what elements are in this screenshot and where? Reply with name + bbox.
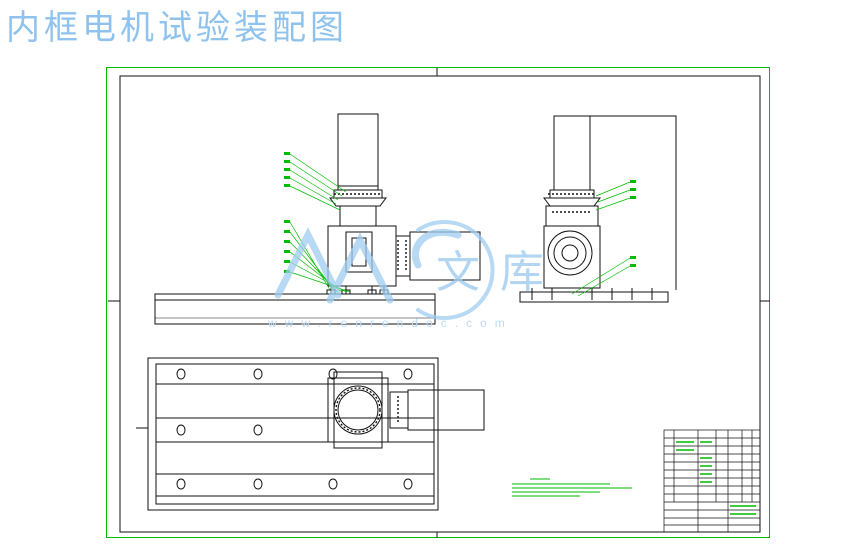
parts-list bbox=[663, 429, 761, 533]
drawing-sheet-border bbox=[106, 67, 770, 538]
top-view-gear-ring bbox=[335, 387, 399, 433]
inner-frame bbox=[119, 75, 761, 533]
watermark-url: www.renrendoc.com bbox=[268, 316, 513, 330]
side-view bbox=[519, 115, 677, 303]
front-view-gear-detail bbox=[334, 193, 407, 272]
front-view-leader-tags bbox=[284, 152, 290, 273]
top-view-slot-holes bbox=[176, 368, 413, 490]
centering-marks bbox=[108, 68, 770, 538]
side-view-gear-detail bbox=[548, 193, 596, 213]
side-view-leader-tags bbox=[630, 180, 636, 267]
page-title: 内框电机试验装配图 bbox=[6, 8, 348, 48]
front-view bbox=[154, 113, 481, 325]
technical-notes bbox=[512, 478, 632, 497]
top-view bbox=[136, 357, 485, 511]
front-view-leaders bbox=[289, 153, 351, 293]
side-view-leaders bbox=[571, 181, 631, 297]
parts-list-green-entries bbox=[676, 441, 756, 515]
